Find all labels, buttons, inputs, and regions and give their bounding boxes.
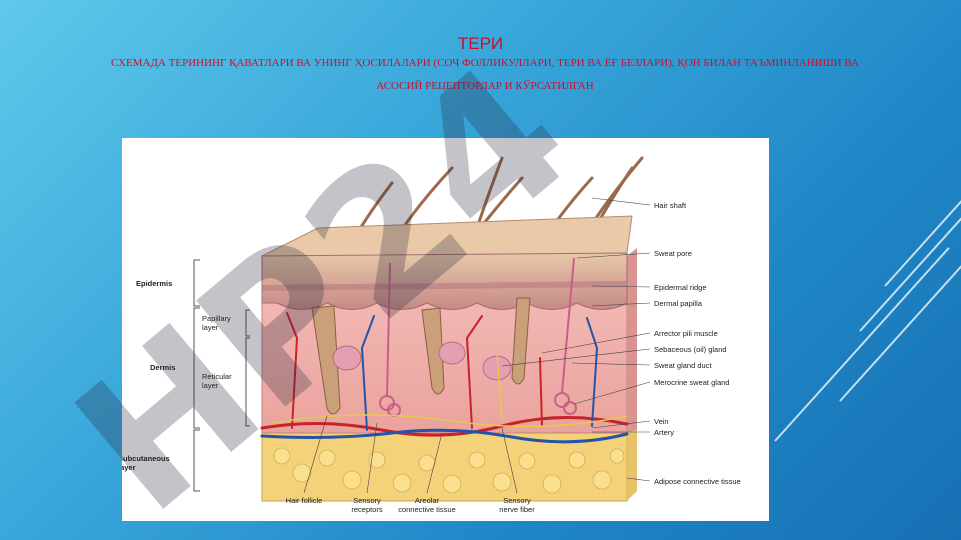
bottom-label: Sensory: [353, 496, 381, 505]
label-reticular: Reticular: [202, 372, 232, 381]
skin-cross-section: Epidermis Dermis Papillary layer Reticul…: [122, 156, 741, 514]
leader-line: [303, 415, 328, 494]
right-label: Sweat pore: [654, 249, 692, 258]
right-label: Adipose connective tissue: [654, 477, 741, 486]
bottom-label: Sensory: [503, 496, 531, 505]
label-subcutaneous-2: layer: [122, 463, 136, 472]
label-epidermis: Epidermis: [136, 279, 172, 288]
bottom-label: connective tissue: [398, 505, 456, 514]
leader-line: [501, 427, 518, 494]
label-subcutaneous: Subcutaneous: [122, 454, 170, 463]
leader-line: [541, 332, 651, 354]
slide-subtitle: СХЕМАДА ТЕРИНИНГ ҚАВАТЛАРИ ВА УНИНГ ҲОСИ…: [111, 57, 859, 92]
epidermis-layer: [261, 252, 628, 310]
label-dermis: Dermis: [150, 363, 175, 372]
bottom-label: receptors: [351, 505, 383, 514]
right-label: Merocrine sweat gland: [654, 378, 729, 387]
leader-line: [501, 348, 651, 367]
layer-brackets: [193, 259, 250, 492]
decorative-line: [839, 251, 961, 402]
leader-line: [576, 252, 651, 259]
right-label: Epidermal ridge: [654, 283, 707, 292]
leader-line: [591, 302, 651, 307]
slide-title: ТЕРИ: [457, 34, 504, 53]
right-label: Hair shaft: [654, 201, 687, 210]
leader-line: [366, 422, 378, 494]
bottom-label: nerve fiber: [499, 505, 535, 514]
skin-diagram: Epidermis Dermis Papillary layer Reticul…: [122, 138, 769, 521]
right-label: Vein: [654, 417, 669, 426]
right-label: Sweat gland duct: [654, 361, 712, 370]
right-label: Arrector pili muscle: [654, 329, 718, 338]
leader-line: [591, 197, 651, 206]
right-label: Dermal papilla: [654, 299, 703, 308]
nerve-fibers: [271, 352, 628, 428]
leader-line: [591, 285, 651, 288]
leader-line: [426, 432, 443, 494]
blood-vessels: [260, 312, 629, 444]
bottom-label: Hair follicle: [286, 496, 323, 505]
leader-line: [591, 420, 651, 429]
right-label: Artery: [654, 428, 674, 437]
decorative-line: [774, 247, 950, 442]
leader-line: [626, 477, 651, 482]
label-papillary: Papillary: [202, 314, 231, 323]
bottom-label: Areolar: [415, 496, 440, 505]
sweat-glands: [379, 257, 577, 417]
sebaceous-glands: [332, 341, 512, 381]
label-reticular-2: layer: [202, 381, 219, 390]
hair-follicles: [311, 297, 531, 415]
right-label: Sebaceous (oil) gland: [654, 345, 727, 354]
decorative-line: [859, 211, 961, 332]
leader-line: [571, 362, 651, 366]
leader-line: [573, 381, 651, 405]
decorative-line: [884, 196, 961, 287]
label-papillary-2: layer: [202, 323, 219, 332]
